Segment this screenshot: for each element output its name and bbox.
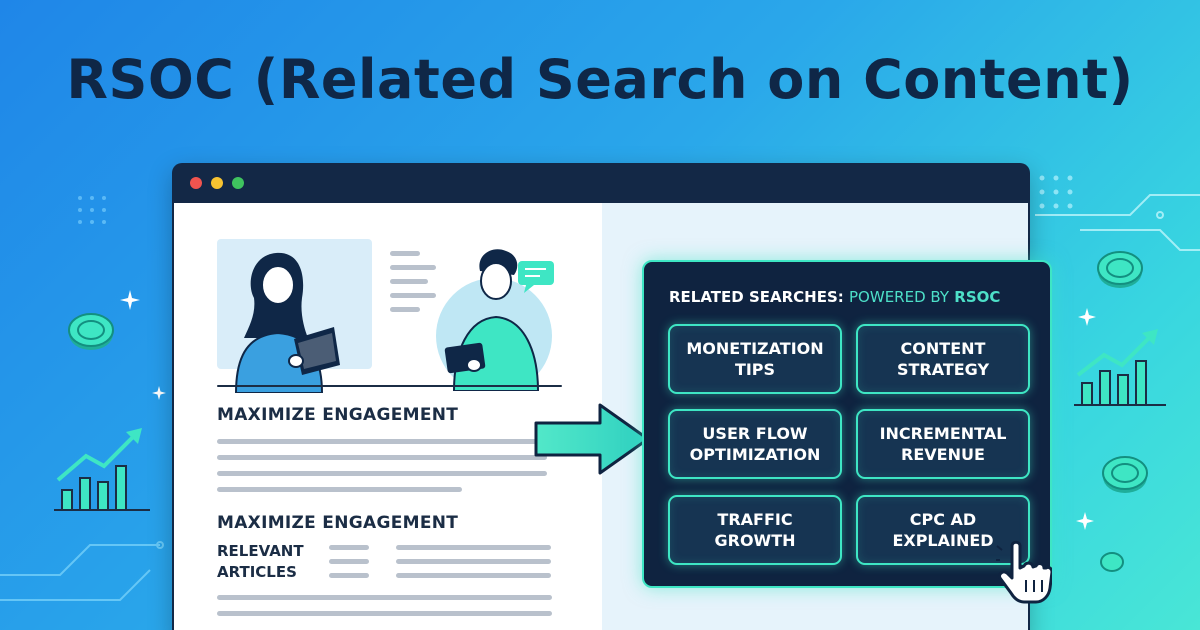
section-title: MAXIMIZE ENGAGEMENT [217, 513, 459, 533]
circuit-lines-right [1035, 175, 1200, 251]
growth-chart-icon [54, 428, 150, 511]
related-searches-panel: RELATED SEARCHES: POWERED BY RSOC MONETI… [642, 260, 1052, 588]
sparkle-icon [1076, 512, 1094, 530]
text-line [396, 573, 551, 578]
arrow-right-icon [534, 403, 650, 475]
text-line [217, 595, 552, 600]
coin-icon [1100, 552, 1124, 572]
coin-icon [1102, 456, 1148, 493]
text-line [217, 611, 552, 616]
sparkle-icon [152, 386, 166, 400]
sparkle-icon [1078, 308, 1096, 326]
divider [217, 385, 562, 387]
relevant-articles-label: RELEVANT ARTICLES [217, 542, 304, 581]
man-tablet-illustration [436, 249, 552, 391]
circuit-lines-left [0, 196, 164, 601]
sparkle-icon [120, 290, 140, 310]
text-line [390, 293, 436, 298]
text-line [217, 455, 547, 460]
maximize-dot-icon[interactable] [232, 177, 244, 189]
text-line [390, 265, 436, 270]
text-line [329, 573, 369, 578]
text-line [329, 559, 369, 564]
panel-header-title: RELATED SEARCHES: [669, 288, 844, 306]
text-line [390, 307, 420, 312]
panel-header-brand: RSOC [954, 288, 1001, 306]
close-dot-icon[interactable] [190, 177, 202, 189]
text-line [217, 471, 547, 476]
text-line [217, 487, 462, 492]
minimize-dot-icon[interactable] [211, 177, 223, 189]
section-title: MAXIMIZE ENGAGEMENT [217, 405, 459, 425]
text-line [396, 559, 551, 564]
text-line [390, 279, 428, 284]
coin-icon [1097, 251, 1143, 288]
text-line [217, 439, 547, 444]
page-headline: RSOC (Related Search on Content) [66, 48, 1134, 111]
coin-icon [68, 313, 114, 350]
growth-chart-icon [1074, 329, 1166, 406]
text-line [390, 251, 420, 256]
panel-header: RELATED SEARCHES: POWERED BY RSOC [669, 288, 1000, 306]
panel-header-powered: POWERED BY [849, 288, 950, 306]
chat-bubble-icon [518, 261, 554, 293]
text-line [396, 545, 551, 550]
woman-reading-illustration [234, 252, 340, 393]
text-line [329, 545, 369, 550]
pointer-hand-icon [996, 540, 1052, 604]
browser-titlebar [172, 163, 1030, 203]
